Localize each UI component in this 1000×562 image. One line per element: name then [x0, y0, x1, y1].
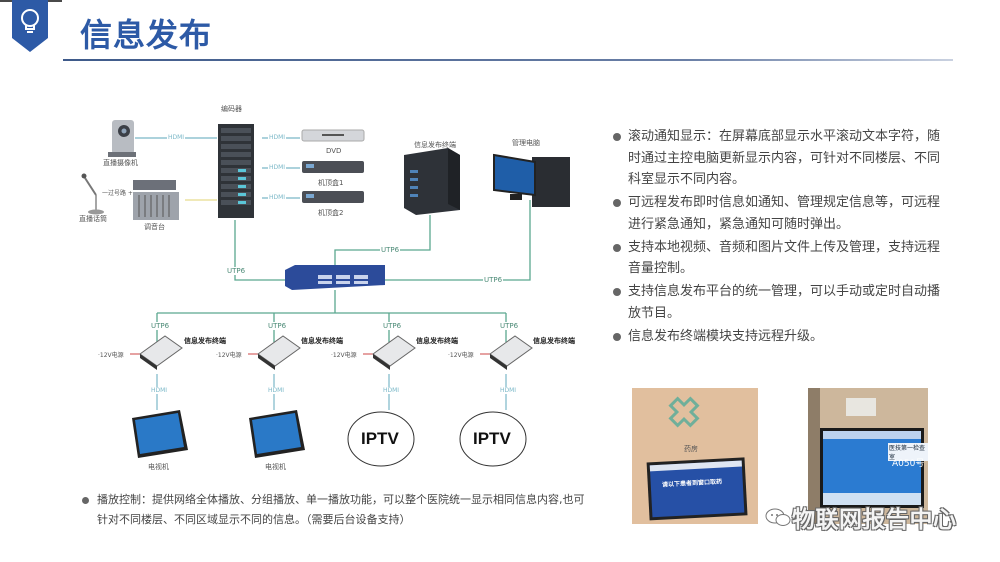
feature-item: 可远程发布即时信息如通知、管理规定信息等，可远程进行紧急通知，紧急通知可随时弹出… [610, 192, 940, 235]
encoder-rack-icon [218, 124, 254, 218]
pc-label: 管理电脑 [512, 139, 540, 147]
playback-control-note: 播放控制：提供网络全体播放、分组播放、单一播放功能，可以整个医院统一显示相同信息… [80, 490, 590, 530]
feature-item: 支持本地视频、音频和图片文件上传及管理，支持远程音量控制。 [610, 237, 940, 280]
page-title: 信息发布 [80, 16, 213, 54]
bullet-dot [613, 243, 621, 252]
pc-utp-link [385, 200, 531, 281]
server-tower-icon [404, 148, 460, 215]
terminal-label: 信息发布终端 [416, 337, 458, 345]
stb2-label: 机顶盒2 [318, 209, 344, 217]
pharmacy-display-photo: 药房 请以下患者到窗口取药 [632, 388, 758, 524]
tv-label: 电视机 [265, 463, 286, 471]
encoder-utp-link [234, 220, 285, 281]
utp-label: UTP6 [382, 322, 403, 330]
lightbulb-badge [12, 0, 48, 52]
bullet-dot [613, 288, 621, 296]
clinic-display-photo: 医技第一检查室 A050号 [808, 388, 928, 524]
tv-2-icon [249, 410, 305, 458]
server-label: 信息发布终端 [414, 141, 456, 149]
mic-label: 直播话筒 [79, 215, 107, 223]
set-top-box-2-icon [302, 191, 364, 203]
dvd-label: DVD [326, 147, 342, 155]
hospital-cross-icon [668, 396, 700, 428]
utp-label: UTP6 [226, 267, 247, 275]
network-diagram: 编码器 直播摄像机 直播话筒 调音台 一过号路 + HDMI HDMI HDMI… [79, 105, 575, 471]
utp-label: UTP6 [499, 322, 520, 330]
bullet-dot [613, 133, 621, 141]
network-switch-icon [285, 265, 385, 290]
server-utp-link [334, 215, 431, 268]
hdmi-label: HDMI [268, 134, 287, 141]
utp-label: UTP6 [483, 276, 504, 284]
feature-item: 滚动通知显示：在屏幕底部显示水平滚动文本字符，随时通过主控电脑更新显示内容，可针… [610, 126, 940, 191]
iptv-label: IPTV [361, 429, 399, 448]
hdmi-label: HDMI [150, 387, 169, 394]
utp-label: UTP6 [267, 322, 288, 330]
watermark-text: 物联网报告中心 [792, 507, 957, 533]
tv-1-icon [132, 410, 188, 458]
iptv-1-ellipse [347, 411, 415, 467]
terminal-boxes [139, 335, 533, 367]
diagram-lines [81, 120, 570, 467]
mixer-label: 调音台 [144, 223, 165, 231]
encoder-label: 编码器 [221, 105, 242, 113]
hdmi-label: HDMI [267, 387, 286, 394]
iptv-2-ellipse [459, 411, 527, 467]
utp-label: UTP6 [150, 322, 171, 330]
terminal-label: 信息发布终端 [184, 337, 226, 345]
wechat-icon [765, 508, 791, 526]
camera-label: 直播摄像机 [103, 159, 138, 167]
feature-item: 信息发布终端模块支持远程升级。 [610, 326, 940, 348]
power-label: ·12V电源 [331, 352, 357, 359]
dvd-player-icon [301, 129, 365, 142]
lightbulb-icon [21, 9, 39, 33]
bullet-dot [613, 199, 621, 207]
mic-link-label: 一过号路 + [102, 190, 133, 197]
microphone-icon [81, 173, 104, 215]
watermark: 物联网报告中心 [764, 500, 957, 534]
hdmi-label: HDMI [268, 164, 287, 171]
clinic-screen-header: 医技第一检查室 [888, 443, 928, 461]
hdmi-label: HDMI [382, 387, 401, 394]
stb1-label: 机顶盒1 [318, 179, 344, 187]
tv-label: 电视机 [148, 463, 169, 471]
management-pc-icon [493, 153, 570, 207]
mixer-icon [133, 180, 179, 220]
hdmi-label: HDMI [499, 387, 518, 394]
power-label: ·12V电源 [448, 352, 474, 359]
hdmi-label: HDMI [268, 194, 287, 201]
power-label: ·12V电源 [216, 352, 242, 359]
set-top-box-1-icon [302, 161, 364, 173]
terminal-label: 信息发布终端 [533, 337, 575, 345]
clinic-screen-number: A050号 [892, 459, 925, 469]
feature-list: 滚动通知显示：在屏幕底部显示水平滚动文本字符，随时通过主控电脑更新显示内容，可针… [610, 126, 940, 349]
terminal-label: 信息发布终端 [301, 337, 343, 345]
bullet-dot [82, 497, 89, 504]
hdmi-label: HDMI [167, 134, 186, 141]
utp-label: UTP6 [380, 246, 401, 254]
title-underline [63, 59, 953, 61]
feature-item: 支持信息发布平台的统一管理，可以手动或定时自动播放节目。 [610, 281, 940, 324]
pharmacy-sign: 药房 [684, 445, 698, 453]
iptv-label: IPTV [473, 429, 511, 448]
camera-icon [108, 120, 136, 157]
bullet-dot [613, 332, 621, 341]
power-label: ·12V电源 [98, 352, 124, 359]
